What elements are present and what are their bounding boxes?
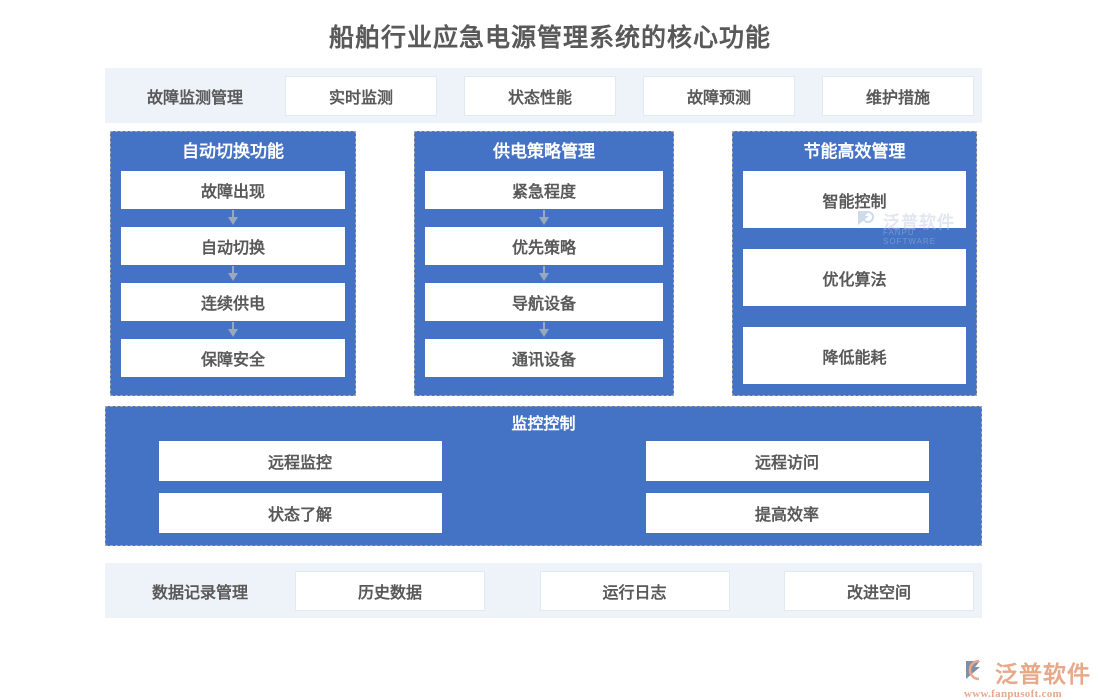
node[interactable]: 保障安全 bbox=[121, 339, 345, 377]
node[interactable]: 自动切换 bbox=[121, 227, 345, 265]
fault-monitoring-band: 故障监测管理 实时监测 状态性能 故障预测 维护措施 bbox=[105, 68, 982, 123]
node[interactable]: 优化算法 bbox=[743, 249, 966, 306]
monitor-cell[interactable]: 状态了解 bbox=[158, 493, 442, 533]
arrow-down-icon bbox=[425, 209, 663, 227]
column-power-strategy: 供电策略管理 紧急程度 优先策略 导航设备 通讯设备 bbox=[414, 131, 674, 396]
node[interactable]: 智能控制 bbox=[743, 171, 966, 228]
monitoring-control-panel: 监控控制 远程监控 状态了解 远程访问 提高效率 bbox=[105, 406, 982, 546]
band-cell[interactable]: 改进空间 bbox=[784, 570, 974, 611]
fault-monitoring-label: 故障监测管理 bbox=[146, 89, 243, 107]
band-cell[interactable]: 状态性能 bbox=[464, 75, 616, 116]
monitoring-control-title: 监控控制 bbox=[511, 416, 576, 433]
monitor-cell[interactable]: 远程监控 bbox=[158, 441, 442, 481]
node[interactable]: 优先策略 bbox=[425, 227, 663, 265]
fault-monitoring-cells: 实时监测 状态性能 故障预测 维护措施 bbox=[285, 68, 982, 123]
column-title: 节能高效管理 bbox=[803, 142, 906, 161]
column-items: 智能控制 优化算法 降低能耗 bbox=[743, 171, 966, 384]
column-items: 故障出现 自动切换 连续供电 保障安全 bbox=[121, 171, 345, 384]
feature-columns: 自动切换功能 故障出现 自动切换 连续供电 保障安全 供电策略管理 紧急程度 优… bbox=[110, 131, 977, 396]
column-title: 供电策略管理 bbox=[493, 142, 595, 161]
band-cell[interactable]: 故障预测 bbox=[643, 75, 795, 116]
column-auto-switch: 自动切换功能 故障出现 自动切换 连续供电 保障安全 bbox=[110, 131, 356, 396]
column-energy-saving: 节能高效管理 智能控制 优化算法 降低能耗 bbox=[732, 131, 977, 396]
monitoring-grid: 远程监控 状态了解 远程访问 提高效率 bbox=[158, 441, 929, 533]
band-cell[interactable]: 历史数据 bbox=[295, 570, 485, 611]
data-record-label: 数据记录管理 bbox=[151, 584, 248, 602]
node[interactable]: 导航设备 bbox=[425, 283, 663, 321]
column-title: 自动切换功能 bbox=[182, 142, 284, 161]
logo-row: 泛普软件 bbox=[962, 655, 1091, 689]
column-items: 紧急程度 优先策略 导航设备 通讯设备 bbox=[425, 171, 663, 384]
node[interactable]: 通讯设备 bbox=[425, 339, 663, 377]
node[interactable]: 降低能耗 bbox=[743, 327, 966, 384]
data-record-band: 数据记录管理 历史数据 运行日志 改进空间 bbox=[105, 563, 982, 618]
arrow-down-icon bbox=[121, 209, 345, 227]
arrow-down-icon bbox=[425, 321, 663, 339]
band-cell[interactable]: 实时监测 bbox=[285, 75, 437, 116]
arrow-down-icon bbox=[121, 265, 345, 283]
monitor-cell[interactable]: 提高效率 bbox=[645, 493, 929, 533]
page-title: 船舶行业应急电源管理系统的核心功能 bbox=[328, 24, 771, 52]
data-record-cells: 历史数据 运行日志 改进空间 bbox=[295, 563, 982, 618]
fanpu-logo: 泛普软件 www.fanpusoft.com bbox=[962, 655, 1091, 700]
node[interactable]: 故障出现 bbox=[121, 171, 345, 209]
arrow-down-icon bbox=[121, 321, 345, 339]
node[interactable]: 紧急程度 bbox=[425, 171, 663, 209]
logo-text-cn: 泛普软件 bbox=[995, 661, 1091, 687]
monitoring-left-column: 远程监控 状态了解 bbox=[158, 441, 442, 533]
node[interactable]: 连续供电 bbox=[121, 283, 345, 321]
fanpu-logo-icon bbox=[962, 657, 992, 688]
band-cell[interactable]: 维护措施 bbox=[822, 75, 974, 116]
monitor-cell[interactable]: 远程访问 bbox=[645, 441, 929, 481]
arrow-down-icon bbox=[425, 265, 663, 283]
monitoring-right-column: 远程访问 提高效率 bbox=[645, 441, 929, 533]
band-cell[interactable]: 运行日志 bbox=[539, 570, 730, 611]
logo-url: www.fanpusoft.com bbox=[964, 688, 1062, 700]
